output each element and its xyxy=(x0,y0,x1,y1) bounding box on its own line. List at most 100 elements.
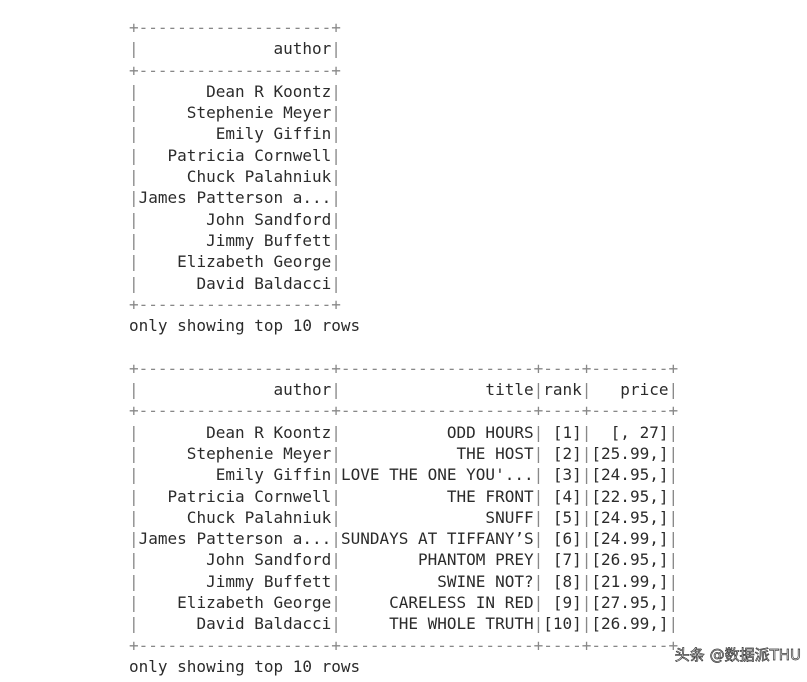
cell-rank: [10] xyxy=(543,614,582,634)
column-separator: | xyxy=(129,103,139,123)
table-row: | Emily Giffin| xyxy=(129,123,678,144)
cell-title: THE HOST xyxy=(340,443,534,463)
cell-price: [26.99,] xyxy=(591,614,669,634)
column-separator: | xyxy=(331,230,341,250)
column-separator: | xyxy=(129,145,139,165)
header-title: title xyxy=(340,380,534,400)
table-row: | Dean R Koontz| xyxy=(129,81,678,102)
column-separator: | xyxy=(581,550,592,570)
column-separator: | xyxy=(668,507,679,527)
table-row: | Chuck Palahniuk| SNUFF| [5]|[24.95,]| xyxy=(129,507,678,528)
column-separator: | xyxy=(129,167,139,187)
table-row: | Patricia Cornwell| xyxy=(129,145,678,166)
column-separator: | xyxy=(331,465,341,485)
cell-title: LOVE THE ONE YOU'... xyxy=(340,465,534,485)
column-separator: | xyxy=(129,273,139,293)
cell-title: CARELESS IN RED xyxy=(340,593,534,613)
column-separator: | xyxy=(129,39,139,59)
cell-author: Emily Giffin xyxy=(138,124,332,144)
table-row: | David Baldacci| THE WHOLE TRUTH|[10]|[… xyxy=(129,613,678,634)
cell-rank: [6] xyxy=(543,529,582,549)
column-separator: | xyxy=(331,188,341,208)
column-separator: | xyxy=(129,507,139,527)
cell-price: [, 27] xyxy=(591,422,669,442)
column-separator: | xyxy=(331,593,341,613)
column-separator: | xyxy=(533,550,544,570)
column-separator: | xyxy=(331,167,341,187)
column-separator: | xyxy=(331,507,341,527)
column-separator: | xyxy=(129,124,139,144)
cell-author: John Sandford xyxy=(138,209,332,229)
table-border: +--------------------+ xyxy=(129,18,341,37)
table-row: | Elizabeth George| CARELESS IN RED| [9]… xyxy=(129,592,678,613)
column-separator: | xyxy=(129,380,139,400)
cell-rank: [8] xyxy=(543,571,582,591)
column-separator: | xyxy=(581,507,592,527)
cell-rank: [5] xyxy=(543,507,582,527)
column-separator: | xyxy=(331,614,341,634)
column-separator: | xyxy=(581,380,592,400)
table-border: +--------------------+ xyxy=(129,60,341,80)
cell-price: [25.99,] xyxy=(591,443,669,463)
cell-price: [24.99,] xyxy=(591,529,669,549)
column-separator: | xyxy=(331,486,341,506)
column-separator: | xyxy=(331,103,341,123)
header-rank: rank xyxy=(543,380,582,400)
watermark: 头条 @数据派THU xyxy=(674,646,801,665)
column-separator: | xyxy=(129,614,139,634)
table-row: | Chuck Palahniuk| xyxy=(129,166,678,187)
column-separator: | xyxy=(581,593,592,613)
column-separator: | xyxy=(581,486,592,506)
table-row: |James Patterson a...|SUNDAYS AT TIFFANY… xyxy=(129,528,678,549)
column-separator: | xyxy=(533,571,544,591)
cell-author: Dean R Koontz xyxy=(138,422,332,442)
cell-price: [24.95,] xyxy=(591,465,669,485)
header-author: author xyxy=(138,39,332,59)
cell-author: Dean R Koontz xyxy=(138,81,332,101)
column-separator: | xyxy=(668,443,679,463)
cell-rank: [4] xyxy=(543,486,582,506)
cell-author: Patricia Cornwell xyxy=(138,145,332,165)
blank-line xyxy=(129,336,678,357)
column-separator: | xyxy=(331,380,341,400)
column-separator: | xyxy=(129,252,139,272)
header-author: author xyxy=(138,380,332,400)
column-separator: | xyxy=(129,209,139,229)
cell-rank: [3] xyxy=(543,465,582,485)
cell-author: Chuck Palahniuk xyxy=(138,507,332,527)
column-separator: | xyxy=(129,593,139,613)
column-separator: | xyxy=(581,529,592,549)
table-row: | Jimmy Buffett| SWINE NOT?| [8]|[21.99,… xyxy=(129,571,678,592)
column-separator: | xyxy=(533,614,544,634)
column-separator: | xyxy=(129,529,139,549)
cell-title: ODD HOURS xyxy=(340,422,534,442)
table-row: | Stephenie Meyer| xyxy=(129,102,678,123)
cell-rank: [7] xyxy=(543,550,582,570)
column-separator: | xyxy=(668,486,679,506)
table-row: | Elizabeth George| xyxy=(129,251,678,272)
column-separator: | xyxy=(331,209,341,229)
column-separator: | xyxy=(668,465,679,485)
column-separator: | xyxy=(129,188,139,208)
cell-author: Stephenie Meyer xyxy=(138,443,332,463)
cell-title: SWINE NOT? xyxy=(340,571,534,591)
table-row: | David Baldacci| xyxy=(129,273,678,294)
table-row: | Patricia Cornwell| THE FRONT| [4]|[22.… xyxy=(129,486,678,507)
table-header-row: | author| title|rank| price| xyxy=(129,379,678,400)
table-border: +--------------------+------------------… xyxy=(129,358,679,378)
table-row: |James Patterson a...| xyxy=(129,187,678,208)
cell-rank: [2] xyxy=(543,443,582,463)
column-separator: | xyxy=(533,380,544,400)
table-border: +--------------------+------------------… xyxy=(129,401,679,421)
table-row: | John Sandford| PHANTOM PREY| [7]|[26.9… xyxy=(129,549,678,570)
column-separator: | xyxy=(581,465,592,485)
column-separator: | xyxy=(331,571,341,591)
column-separator: | xyxy=(533,593,544,613)
cell-author: John Sandford xyxy=(138,550,332,570)
table-row: | Stephenie Meyer| THE HOST| [2]|[25.99,… xyxy=(129,443,678,464)
table-row: | Jimmy Buffett| xyxy=(129,230,678,251)
cell-author: Emily Giffin xyxy=(138,465,332,485)
column-separator: | xyxy=(129,465,139,485)
column-separator: | xyxy=(129,550,139,570)
column-separator: | xyxy=(533,486,544,506)
